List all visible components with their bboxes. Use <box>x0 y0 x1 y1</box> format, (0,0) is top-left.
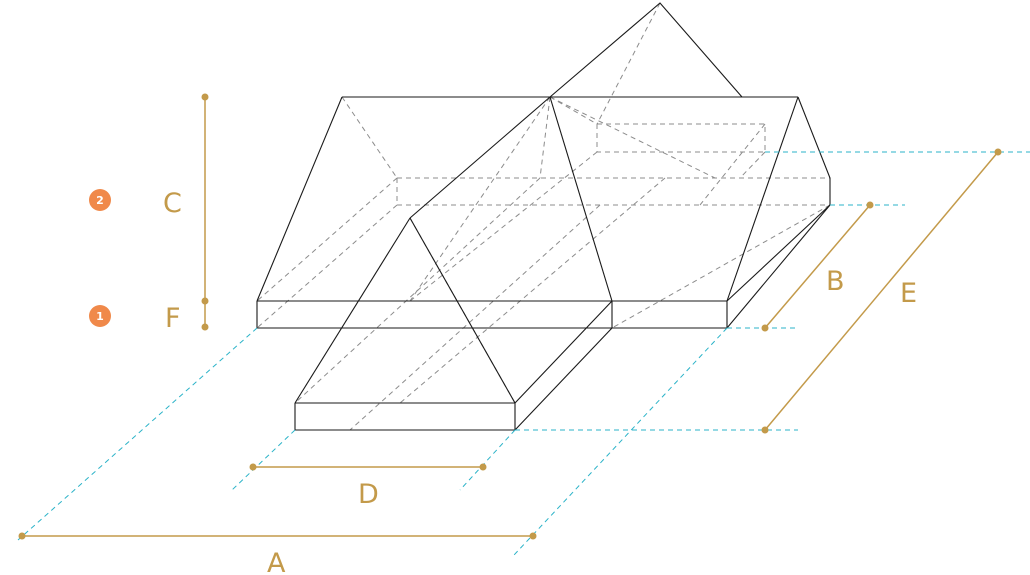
dimension-lines <box>18 93 1002 540</box>
hidden-edges <box>256 2 831 431</box>
dimension-label-d: D <box>358 479 379 510</box>
visible-edges <box>256 2 831 431</box>
badge-one: 1 <box>89 305 111 327</box>
badge-two-label: 2 <box>96 194 104 207</box>
dimension-line-e <box>764 151 999 431</box>
badge-one-label: 1 <box>96 310 104 323</box>
dimension-label-c: C <box>163 188 182 219</box>
dimension-label-b: B <box>826 266 845 297</box>
badge-two: 2 <box>89 189 111 211</box>
dimension-label-f: F <box>165 303 181 334</box>
dimension-line-b <box>764 204 871 329</box>
dimension-label-a: A <box>267 548 286 575</box>
dimension-label-e: E <box>900 278 917 309</box>
